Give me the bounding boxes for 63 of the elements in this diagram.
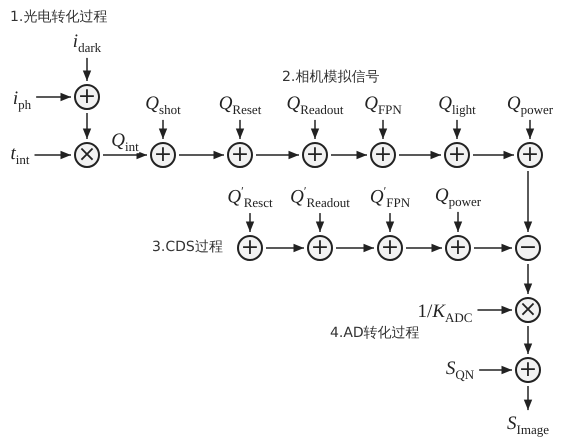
signal-label: Q$_{power}$ bbox=[504, 93, 556, 117]
operator-circle: × bbox=[74, 142, 100, 168]
arrow bbox=[256, 150, 299, 160]
arrow bbox=[36, 92, 71, 102]
operator-circle: × bbox=[515, 297, 541, 323]
signal-label: t$_{int}$ bbox=[8, 143, 32, 167]
operator-circle: + bbox=[444, 142, 470, 168]
operator-circle: + bbox=[377, 235, 403, 261]
operator-circle: + bbox=[445, 235, 471, 261]
arrow bbox=[103, 150, 147, 160]
signal-label: Q$_{shot}$ bbox=[143, 93, 183, 117]
arrow bbox=[82, 58, 92, 81]
section-heading: 3.CDS过程 bbox=[152, 238, 223, 256]
arrow bbox=[524, 264, 532, 294]
arrow bbox=[524, 386, 532, 410]
arrow bbox=[34, 150, 71, 160]
signal-label: Q$_{Readout}$ bbox=[284, 93, 346, 117]
edge-label: Q$_{int}$ bbox=[110, 131, 140, 153]
arrow bbox=[336, 244, 374, 252]
operator-circle: + bbox=[237, 235, 263, 261]
operator-circle: + bbox=[517, 142, 543, 168]
arrow bbox=[406, 244, 442, 252]
signal-label: S$_{QN}$ bbox=[444, 358, 476, 382]
arrow bbox=[378, 120, 388, 139]
arrow bbox=[266, 244, 304, 252]
signal-label: i$_{dark}$ bbox=[70, 31, 104, 55]
signal-label: 1/K$_{ADC}$ bbox=[416, 301, 474, 325]
arrow bbox=[474, 244, 512, 252]
arrow bbox=[310, 120, 320, 139]
arrow bbox=[479, 366, 512, 374]
operator-circle: + bbox=[302, 142, 328, 168]
arrow bbox=[236, 120, 244, 139]
arrow bbox=[82, 113, 92, 139]
arrow bbox=[316, 213, 324, 232]
operator-circle: − bbox=[515, 235, 541, 261]
arrow bbox=[399, 150, 441, 160]
section-heading: 1.光电转化过程 bbox=[10, 8, 108, 26]
arrow bbox=[386, 213, 394, 232]
arrow bbox=[331, 150, 367, 160]
signal-label: Q$_{power}$ bbox=[432, 185, 484, 209]
arrow bbox=[524, 171, 532, 232]
signal-label: Q$_{Reset}$ bbox=[216, 93, 264, 117]
section-heading: 2.相机模拟信号 bbox=[282, 68, 380, 86]
arrow bbox=[158, 120, 168, 139]
signal-label: Q$_{light}$ bbox=[436, 93, 478, 117]
arrow bbox=[524, 326, 532, 354]
arrow bbox=[246, 213, 254, 232]
arrow bbox=[473, 150, 514, 160]
operator-circle: + bbox=[370, 142, 396, 168]
operator-circle: + bbox=[227, 142, 253, 168]
arrow bbox=[179, 150, 224, 160]
signal-label: S$_{Image}$ bbox=[505, 413, 551, 437]
signal-label: Q$_{FPN}$ bbox=[362, 93, 404, 117]
arrow bbox=[477, 306, 512, 314]
arrow bbox=[452, 120, 462, 139]
operator-circle: + bbox=[150, 142, 176, 168]
arrow bbox=[526, 120, 534, 139]
arrow bbox=[454, 212, 462, 232]
operator-circle: + bbox=[307, 235, 333, 261]
operator-circle: + bbox=[515, 357, 541, 383]
operator-circle: + bbox=[74, 84, 100, 110]
section-heading: 4.AD转化过程 bbox=[330, 324, 420, 342]
signal-label: i$_{ph}$ bbox=[10, 88, 34, 112]
